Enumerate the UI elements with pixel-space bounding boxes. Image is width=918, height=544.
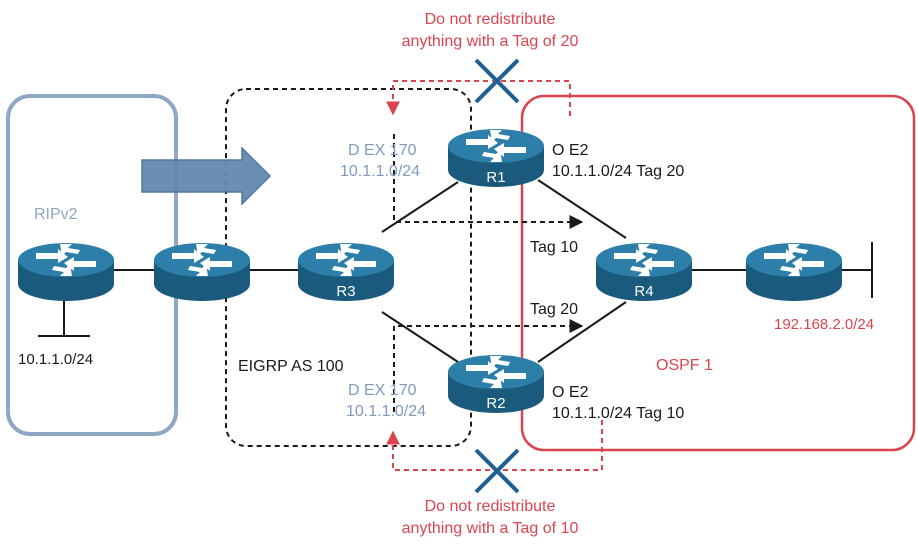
- tag-10-label: Tag 10: [530, 239, 578, 256]
- r2-eigrp-route-type: D EX 170: [348, 382, 417, 399]
- bottom-rule-line-2: anything with a Tag of 10: [402, 520, 579, 537]
- link-r3-to-r1: [381, 181, 459, 233]
- r4-label: R4: [634, 283, 653, 300]
- right-router-icon: [746, 243, 842, 301]
- r3-label: R3: [336, 283, 355, 300]
- redistribution-arrow-icon: [141, 146, 272, 206]
- r1-ospf-route-type: O E2: [552, 142, 589, 159]
- r2-ospf-route-prefix: 10.1.1.0/24 Tag 10: [552, 405, 684, 422]
- block-x-top-icon: [474, 58, 520, 104]
- r1-eigrp-route-prefix: 10.1.1.0/24: [340, 163, 420, 180]
- border-router-icon: [154, 243, 250, 301]
- ospf-label: OSPF 1: [656, 357, 713, 374]
- blocked-redistribution-top-arrow: [386, 80, 571, 116]
- r1-label: R1: [486, 169, 505, 186]
- tag-20-label: Tag 20: [530, 301, 578, 318]
- block-x-bottom-icon: [474, 448, 520, 494]
- r1-eigrp-route-type: D EX 170: [348, 142, 417, 159]
- eigrp-label: EIGRP AS 100: [238, 358, 344, 375]
- blocked-redistribution-bottom-arrow: [386, 420, 603, 471]
- tag-20-flow-arrow: [393, 319, 584, 412]
- bottom-rule-line-1: Do not redistribute: [425, 498, 556, 515]
- top-rule-line-1: Do not redistribute: [425, 11, 556, 28]
- rip-router-icon: [18, 243, 114, 301]
- ripv2-label: RIPv2: [34, 206, 78, 223]
- r2-ospf-route-type: O E2: [552, 384, 589, 401]
- tag-10-flow-arrow: [393, 134, 584, 229]
- eigrp-region: [225, 88, 472, 447]
- ospf-region: [520, 94, 916, 452]
- r2-eigrp-route-prefix: 10.1.1.0/24: [346, 403, 426, 420]
- r1-ospf-route-prefix: 10.1.1.0/24 Tag 20: [552, 163, 684, 180]
- top-rule-line-2: anything with a Tag of 20: [402, 33, 579, 50]
- r2-label: R2: [486, 395, 505, 412]
- right-subnet-label: 192.168.2.0/24: [774, 316, 874, 333]
- left-subnet-label: 10.1.1.0/24: [18, 351, 93, 368]
- link-r1-to-r4: [537, 179, 627, 239]
- link-r3-to-r2: [381, 311, 459, 363]
